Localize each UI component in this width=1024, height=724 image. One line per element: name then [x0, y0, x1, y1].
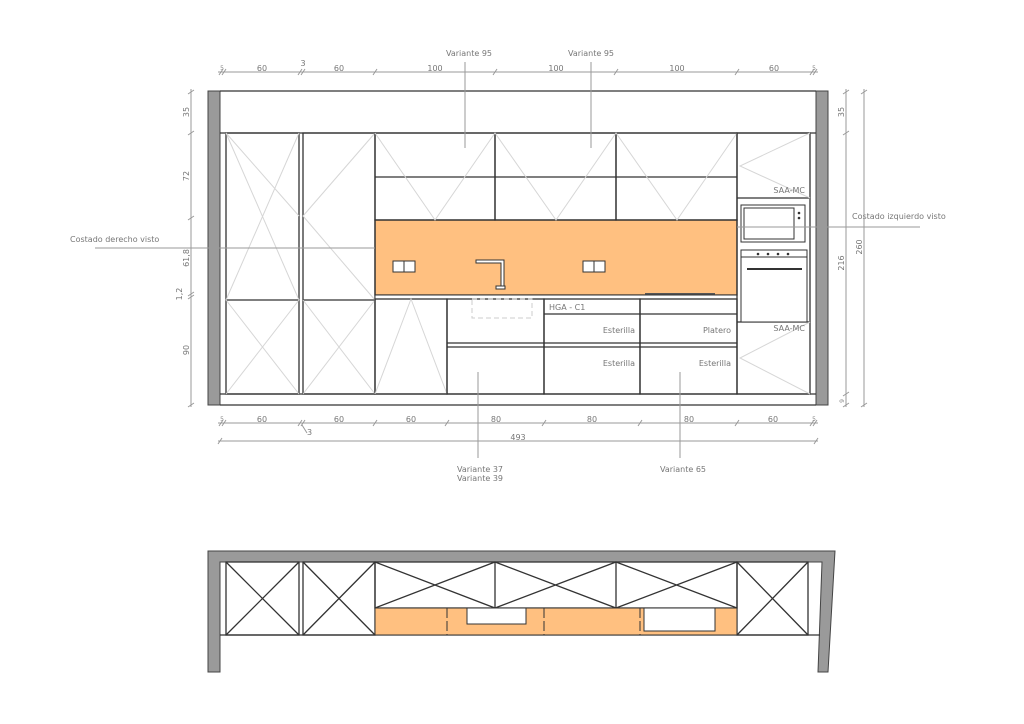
dim-label: 60 [334, 64, 344, 73]
drawer-label-esterilla: Esterilla [603, 359, 635, 368]
plan-hob-cutout [643, 607, 716, 632]
base-unit-sink [446, 298, 545, 395]
callout-variante: Variante 65 [660, 465, 706, 474]
backsplash [374, 219, 738, 296]
elevation-view: HGA - C1 Esterilla Platero Esterilla Est… [70, 49, 946, 483]
dim-label: 5 [220, 65, 224, 72]
drawer-label-esterilla: Esterilla [699, 359, 731, 368]
dim-label: 35 [837, 107, 846, 117]
side-label-left: Costado derecho visto [70, 235, 159, 244]
dim-label: 80 [684, 415, 694, 424]
plan-wall-cabinets [374, 561, 738, 609]
callout-variante: Variante 95 [568, 49, 614, 58]
dim-label: 5 [220, 416, 224, 423]
plan-sink-cutout [466, 607, 527, 625]
socket-left [392, 260, 416, 273]
dim-label: 60 [334, 415, 344, 424]
dim-label: 3 [300, 59, 305, 68]
socket-right [582, 260, 606, 273]
dim-label: 90 [182, 345, 191, 355]
dim-label: 80 [587, 415, 597, 424]
base-unit-1 [374, 297, 448, 395]
dim-label: 216 [837, 255, 846, 270]
side-label-right: Costado izquierdo visto [852, 212, 946, 221]
dim-label: 260 [855, 239, 864, 254]
sink-outline [471, 298, 533, 319]
dim-label: 80 [491, 415, 501, 424]
tall-unit-left-2 [302, 132, 376, 395]
unit-label-saa-mc: SAA-MC [773, 186, 805, 195]
dim-label: 60 [406, 415, 416, 424]
dim-label: 5 [812, 65, 816, 72]
right-side-wall [815, 90, 829, 406]
base-unit-drawers-1 [543, 298, 641, 395]
bottom-dimension-lines [217, 372, 819, 458]
tall-unit-right [736, 132, 811, 395]
dim-label: 3 [307, 428, 312, 437]
dim-label: 100 [548, 64, 563, 73]
left-dimension-line [187, 89, 195, 408]
dim-label: 5 [812, 416, 816, 423]
callout-variante: Variante 39 [457, 474, 503, 483]
plan-tall-units [225, 561, 809, 636]
dim-label: 9 [839, 399, 846, 403]
top-dimension-line [218, 68, 818, 76]
dim-label: 60 [257, 64, 267, 73]
oven [740, 249, 808, 323]
dim-label: 1,2 [175, 288, 184, 301]
plan-base-dividers [446, 608, 641, 635]
dim-label: 61,8 [182, 249, 191, 267]
plan-view [207, 550, 836, 673]
dim-label: 35 [182, 107, 191, 117]
right-dimension-lines [842, 89, 868, 408]
callout-variante: Variante 37 [457, 465, 503, 474]
wall-cabinets [374, 132, 738, 221]
unit-label-saa-mc: SAA-MC [773, 324, 805, 333]
dim-label: 100 [427, 64, 442, 73]
dim-label: 72 [182, 171, 191, 181]
dim-label: 100 [669, 64, 684, 73]
drawer-label-platero: Platero [703, 326, 731, 335]
dim-label: 60 [769, 64, 779, 73]
tall-unit-left-1 [225, 132, 300, 395]
drawer-label-esterilla: Esterilla [603, 326, 635, 335]
callout-variante: Variante 95 [446, 49, 492, 58]
dim-label-total: 493 [510, 433, 525, 442]
dim-label: 60 [257, 415, 267, 424]
plan-walls [207, 550, 836, 673]
drawer-label-hga: HGA - C1 [549, 303, 585, 312]
base-unit-drawers-2 [639, 298, 738, 395]
microwave [740, 204, 806, 243]
dim-label: 60 [768, 415, 778, 424]
